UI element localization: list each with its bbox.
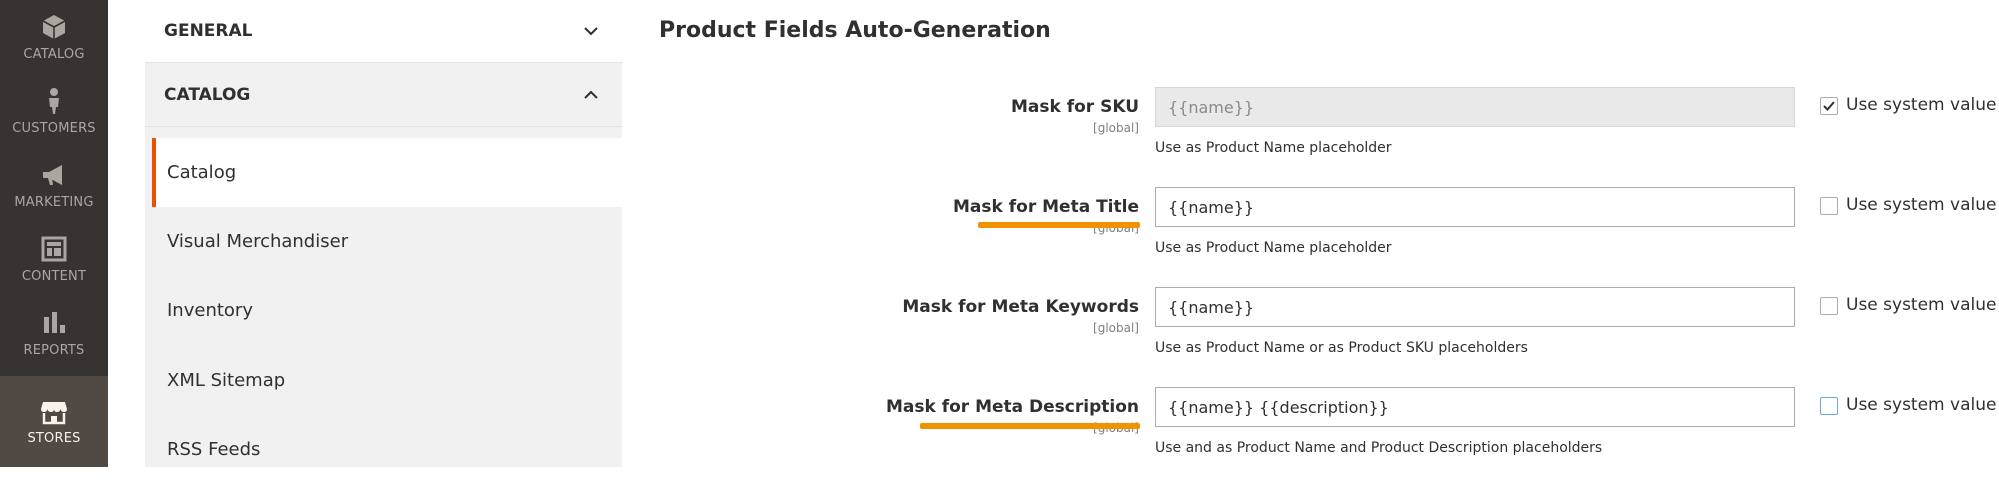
field-row-sku: Mask for SKU [global] Use as Product Nam… [0,87,1999,192]
tab-label: Catalog [167,162,237,183]
tab-group-catalog[interactable]: CATALOG [145,63,622,127]
mask-meta-description-input[interactable] [1155,387,1795,427]
nav-label: STORES [27,431,81,446]
field-row-meta-description: Mask for Meta Description [global] Use a… [0,387,1999,492]
tab-group-label: GENERAL [164,21,253,41]
megaphone-icon [43,164,62,185]
nav-item-content[interactable]: CONTENT [0,222,108,296]
checkmark-icon [1823,101,1835,111]
field-note: Use and as Product Name and Product Desc… [1155,440,1603,456]
nav-item-catalog[interactable]: CATALOG [0,0,108,74]
tab-group-general[interactable]: GENERAL [145,0,622,63]
storefront-icon [41,402,67,425]
field-label: Mask for Meta Description [885,397,1139,417]
nav-item-customers[interactable]: CUSTOMERS [0,74,108,148]
config-tabs: GENERAL CATALOG Catalog Visual Merchandi… [145,0,622,467]
section-title[interactable]: Product Fields Auto-Generation [659,18,1051,43]
admin-sidebar: CATALOG CUSTOMERS MARKETING CONTENT REPO… [0,0,108,467]
nav-label: REPORTS [23,342,85,358]
tab-xml-sitemap[interactable]: XML Sitemap [152,346,622,415]
tab-label: RSS Feeds [167,439,261,460]
use-system-value-label[interactable]: Use system value [1846,395,1997,415]
chevron-up-icon [584,90,598,99]
nav-item-stores[interactable]: STORES [0,376,108,467]
tab-label: XML Sitemap [167,370,286,391]
tab-catalog[interactable]: Catalog [152,138,622,207]
field-label: Mask for SKU [1010,97,1139,117]
nav-label: CUSTOMERS [12,120,96,136]
tab-visual-merchandiser[interactable]: Visual Merchandiser [152,207,622,276]
field-row-meta-keywords: Mask for Meta Keywords [global] Use as P… [0,287,1999,392]
use-system-value-checkbox[interactable] [1820,397,1838,415]
field-scope: [global] [1093,121,1139,135]
field-label: Mask for Meta Title [953,197,1139,217]
use-system-value-checkbox[interactable] [1820,97,1838,115]
nav-item-marketing[interactable]: MARKETING [0,148,108,222]
use-system-value-label[interactable]: Use system value [1846,195,1997,215]
field-note: Use as Product Name placeholder [1155,240,1392,256]
use-system-value-checkbox[interactable] [1820,297,1838,315]
field-row-meta-title: Mask for Meta Title [global] Use as Prod… [0,187,1999,292]
chevron-down-icon [584,27,598,36]
field-note: Use as Product Name or as Product SKU pl… [1155,340,1528,356]
use-system-value-label[interactable]: Use system value [1846,295,1997,315]
person-icon [49,87,59,114]
bar-chart-icon [44,311,65,333]
highlight-underline [920,423,1140,429]
use-system-value-checkbox[interactable] [1820,197,1838,215]
nav-label: MARKETING [14,194,94,210]
field-note: Use as Product Name placeholder [1155,140,1392,156]
tab-rss-feeds[interactable]: RSS Feeds [152,415,622,484]
mask-sku-input[interactable] [1155,87,1795,127]
nav-label: CATALOG [23,46,85,62]
field-label: Mask for Meta Keywords [902,297,1139,317]
field-scope: [global] [1093,321,1139,335]
use-system-value-label[interactable]: Use system value [1846,95,1997,115]
layout-icon [41,236,67,261]
highlight-underline [978,222,1140,228]
tab-inventory[interactable]: Inventory [152,276,622,345]
tab-label: Inventory [167,300,253,321]
tab-group-label: CATALOG [164,84,251,105]
mask-meta-title-input[interactable] [1155,187,1795,227]
mask-meta-keywords-input[interactable] [1155,287,1795,327]
nav-item-reports[interactable]: REPORTS [0,296,108,370]
cube-icon [42,14,66,39]
nav-label: CONTENT [21,268,87,284]
tab-label: Visual Merchandiser [167,231,349,252]
